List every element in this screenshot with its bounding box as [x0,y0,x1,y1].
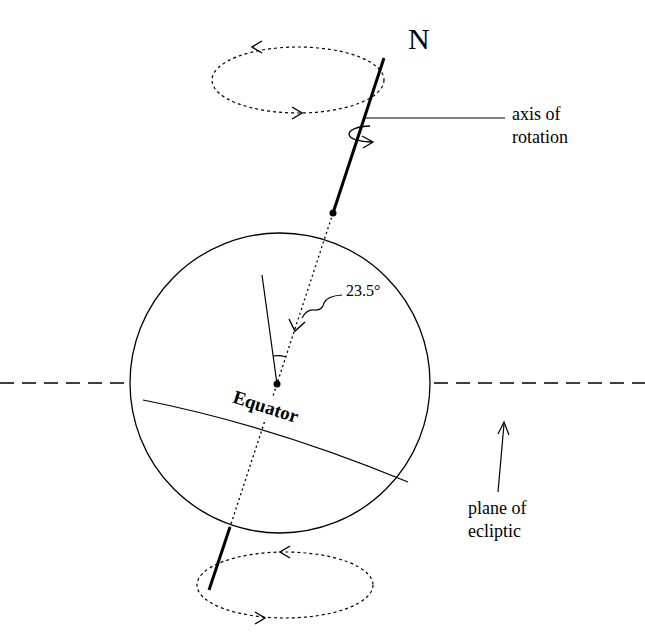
axis-arrow [289,319,305,331]
ecliptic-line [0,382,130,383]
angle-label: 23.5° [346,281,380,301]
precession-ellipse [197,552,373,618]
axis-line [333,58,384,213]
leader-line [366,117,505,118]
precession-arrow [292,107,302,119]
leader-line [302,295,342,318]
leader-line [498,424,504,492]
angle-arc [273,356,286,357]
axis-line [230,213,333,527]
axis-label: axis of rotation [512,103,594,148]
ecliptic-label: plane of ecliptic [468,497,556,542]
axis-dot [330,210,337,217]
precession-ellipse [212,47,384,113]
precession-arrow [280,546,290,558]
precession-arrow [252,41,262,53]
precession-arrow [255,612,265,624]
ecliptic-line [434,382,645,383]
north-label: N [408,20,430,58]
axis-line [209,527,230,590]
leader-arrow [498,422,509,435]
rotation-arrow [362,136,373,148]
perpendicular-line [262,275,277,384]
earth-circle [130,233,430,533]
